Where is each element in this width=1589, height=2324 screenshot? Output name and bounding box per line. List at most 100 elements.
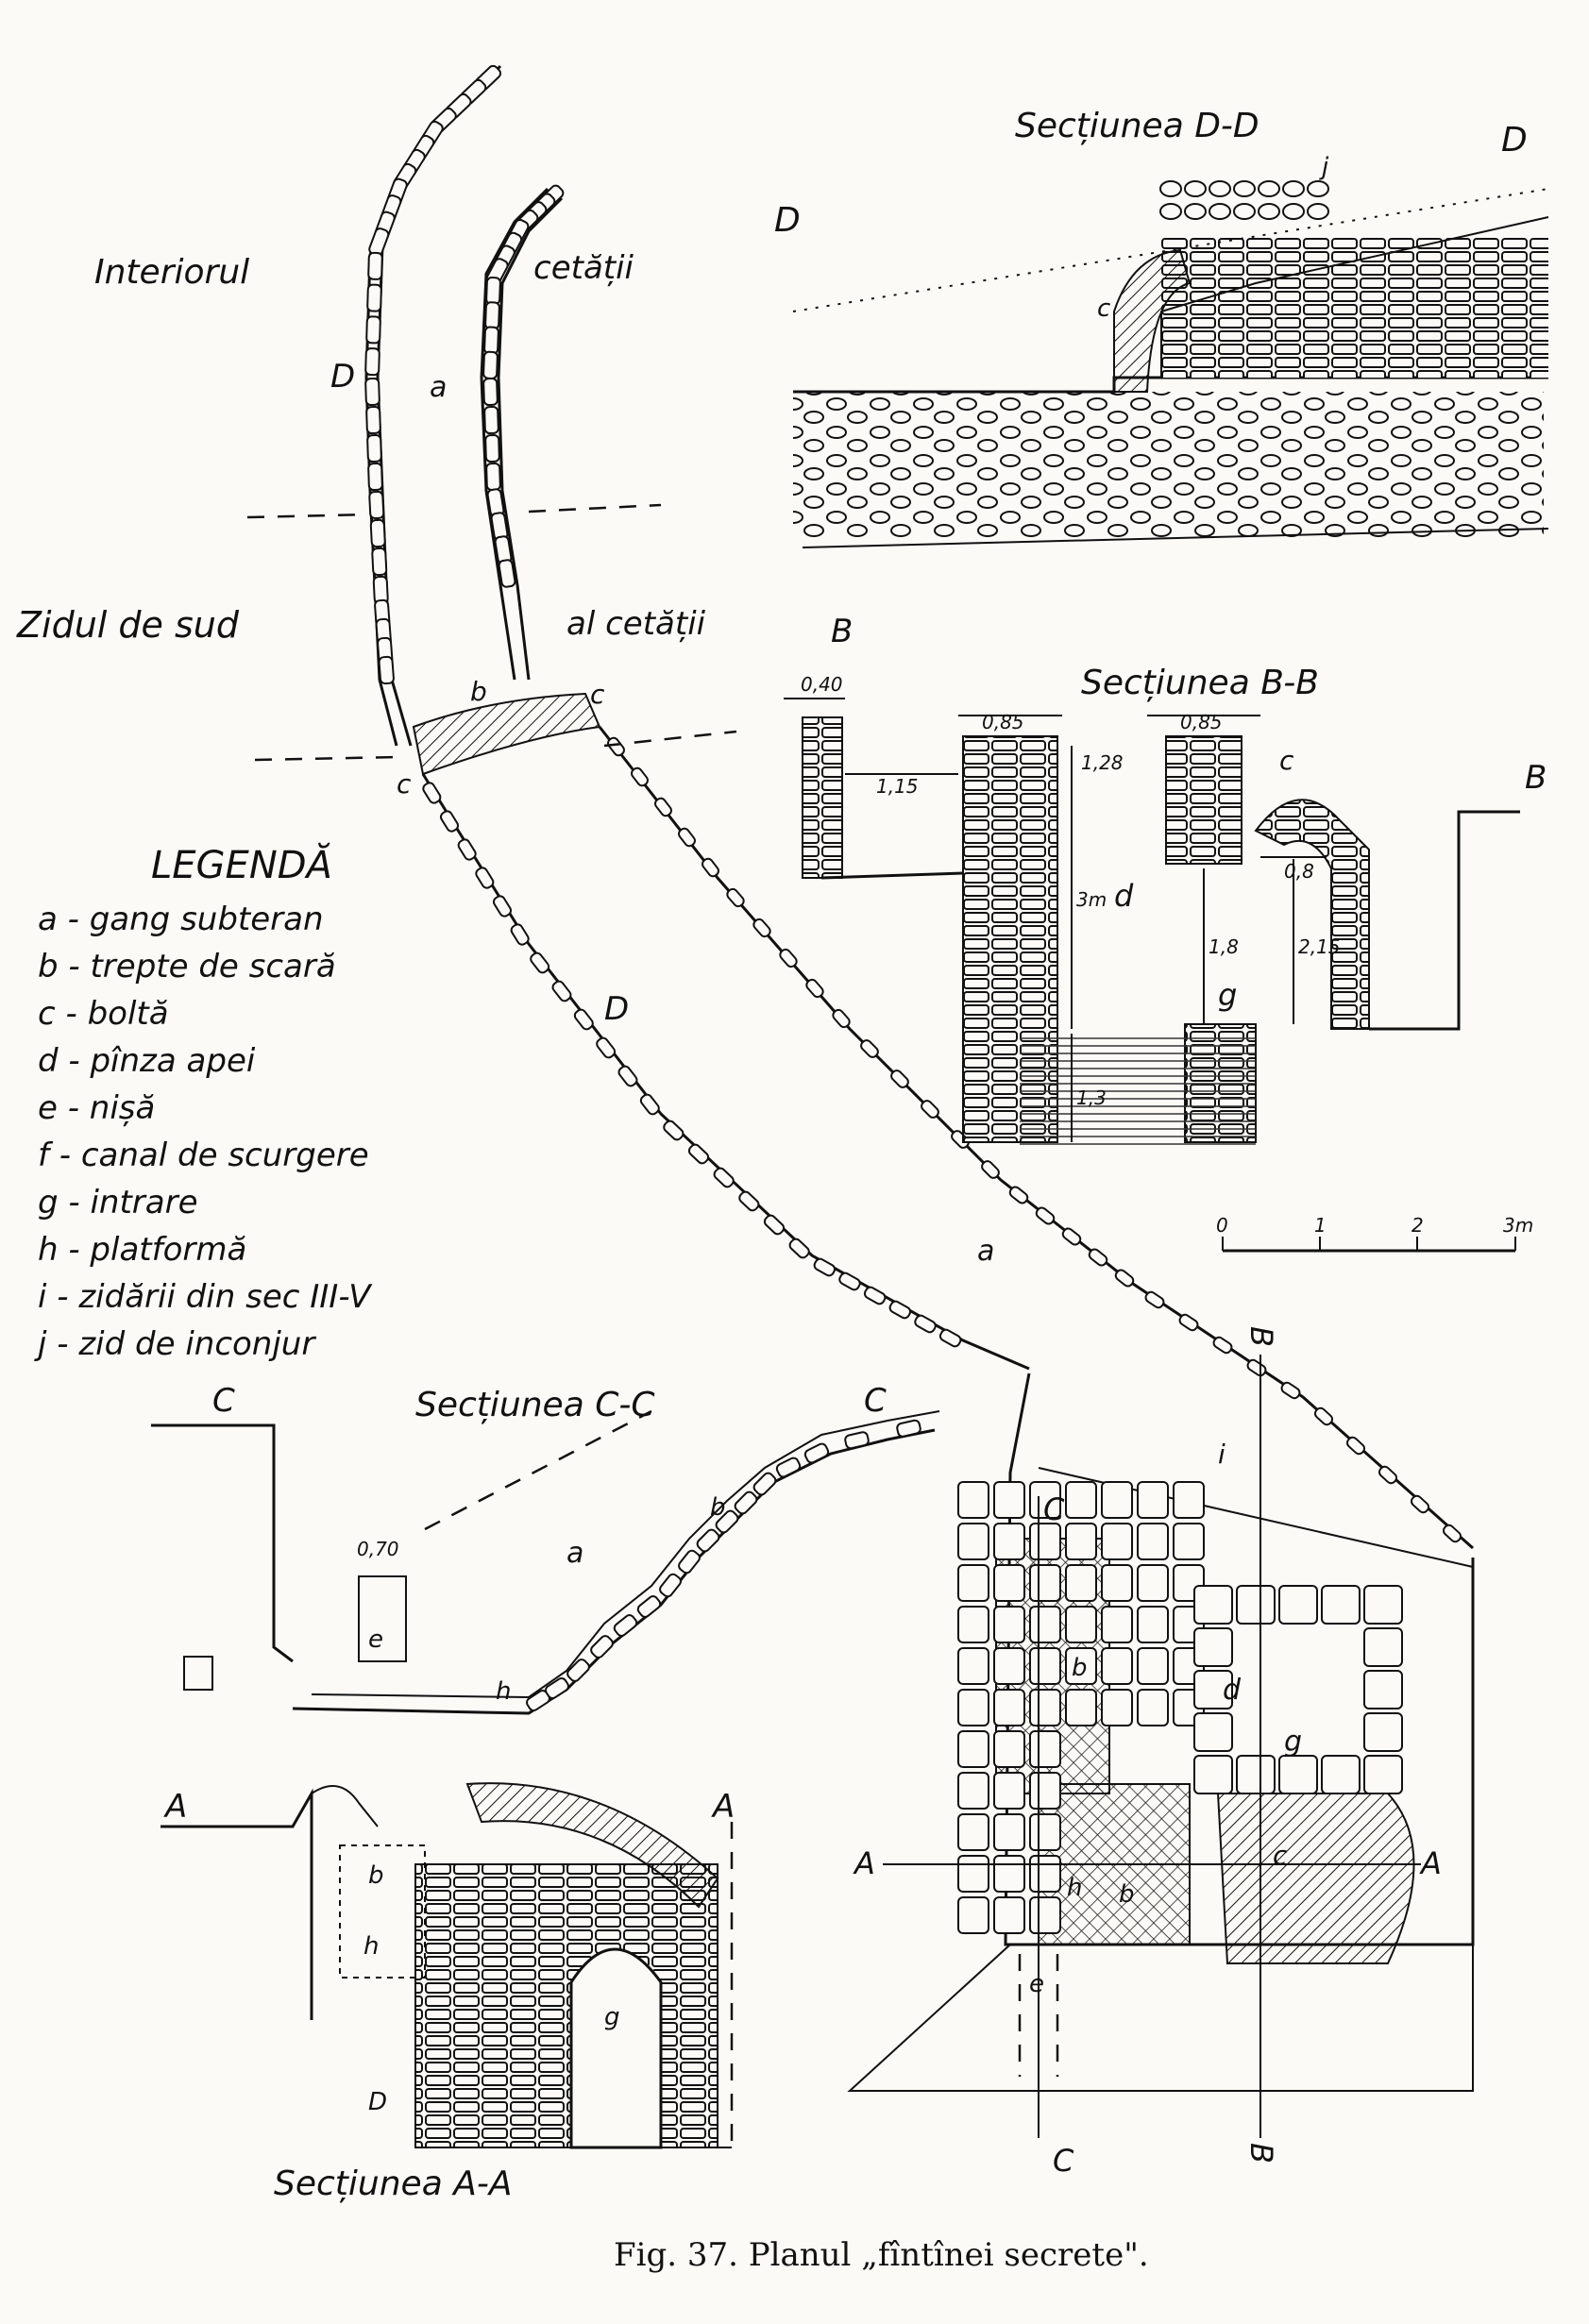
chamber-stone <box>1029 1813 1061 1851</box>
chamber-stone <box>957 1772 989 1810</box>
section-bb <box>784 698 1520 1147</box>
dim-215: 2,15 <box>1298 935 1341 958</box>
masonry-stone <box>1035 1206 1056 1225</box>
figure-caption: Fig. 37. Planul „fîntînei secrete". <box>614 2236 1149 2274</box>
bb-pier-right <box>1165 735 1242 865</box>
rubble-stone <box>1258 180 1280 197</box>
dd-c-mark: c <box>1097 295 1110 323</box>
masonry-stone <box>981 1160 1000 1179</box>
chamber-stone <box>1101 1689 1133 1726</box>
masonry-stone <box>654 797 672 817</box>
masonry-stone <box>367 462 383 492</box>
chamber-stone <box>1101 1647 1133 1685</box>
bb-d-mark: d <box>1114 878 1134 914</box>
masonry-stone <box>484 301 500 330</box>
masonry-stone <box>366 283 382 312</box>
masonry-stone <box>896 1419 921 1438</box>
masonry-stone <box>890 1069 909 1088</box>
chamber-stone <box>1029 1564 1061 1602</box>
chamber-stone <box>1278 1755 1318 1794</box>
aa-d-mark: D <box>368 2088 387 2116</box>
legend-item: b - trepte de scară <box>38 948 336 985</box>
bb-title: Secțiunea B-B <box>1081 664 1319 702</box>
masonry-stone <box>596 1036 617 1059</box>
masonry-stone <box>860 1039 879 1058</box>
chamber-stone <box>1193 1712 1233 1752</box>
dd-line-left <box>246 513 369 519</box>
chamber-stone <box>1193 1755 1233 1794</box>
masonry-stone <box>439 810 460 833</box>
plan-b-top: B <box>1243 1326 1279 1347</box>
chamber-stone <box>1101 1606 1133 1643</box>
masonry-stone <box>788 1238 810 1259</box>
masonry-stone <box>1410 1494 1430 1514</box>
cc-right-mark: C <box>864 1382 887 1420</box>
label-d-upper: D <box>330 358 355 396</box>
chamber-stone <box>993 1772 1025 1810</box>
label-al-cetatii: al cetății <box>566 605 706 643</box>
plan-a-left: A <box>853 1845 875 1881</box>
chamber-stone <box>1193 1585 1233 1625</box>
masonry-stone <box>738 1190 760 1212</box>
aa-right-mark: A <box>711 1788 735 1826</box>
chamber-stone <box>1173 1481 1205 1519</box>
chamber-stone <box>993 1523 1025 1560</box>
chamber-stone <box>1363 1627 1403 1667</box>
masonry-stone <box>482 377 499 407</box>
dim-08: 0,8 <box>1284 860 1314 883</box>
masonry-stone <box>844 1431 870 1450</box>
masonry-stone <box>1442 1524 1462 1543</box>
masonry-stone <box>659 1573 682 1598</box>
masonry-stone <box>734 1490 758 1515</box>
dim-040: 0,40 <box>801 673 843 696</box>
chamber-stone <box>1029 1606 1061 1643</box>
scale-tick-2: 2 <box>1412 1214 1424 1237</box>
masonry-stone <box>617 1065 638 1087</box>
plan-g-mark: g <box>1284 1726 1302 1759</box>
label-c-right: c <box>590 679 605 710</box>
cc-h-mark: h <box>496 1677 511 1706</box>
rubble-stone <box>1258 203 1280 220</box>
plan-h-mark: h <box>1067 1874 1082 1902</box>
rubble-stone <box>1233 180 1256 197</box>
dim-070: 0,70 <box>357 1538 399 1560</box>
masonry-stone <box>498 559 516 588</box>
chamber-stone <box>957 1564 989 1602</box>
plan-c-top: C <box>1043 1491 1065 1527</box>
aa-doorway <box>569 1947 663 2149</box>
rubble-stone <box>1159 203 1182 220</box>
chamber-stone <box>993 1730 1025 1768</box>
water-table <box>1020 1034 1256 1147</box>
masonry-stone <box>372 575 389 605</box>
masonry-stone <box>1061 1227 1082 1246</box>
chamber-stone <box>993 1647 1025 1685</box>
rubble-stone <box>1282 180 1305 197</box>
masonry-stone <box>636 1595 662 1618</box>
chamber-stone <box>993 1689 1025 1726</box>
chamber-stone <box>1137 1606 1169 1643</box>
chamber-stone <box>1236 1755 1276 1794</box>
aa-h-mark: h <box>363 1932 379 1961</box>
masonry-stone <box>775 1457 802 1478</box>
plan-i-mark: i <box>1218 1439 1226 1470</box>
label-cetatii: cetății <box>533 249 634 287</box>
masonry-stone <box>483 405 499 435</box>
masonry-stone <box>838 1271 861 1291</box>
cc-leader <box>424 1409 652 1531</box>
rubble-stone <box>1233 203 1256 220</box>
legend-item: f - canal de scurgere <box>38 1137 369 1174</box>
chamber-stone <box>1173 1523 1205 1560</box>
plan-c-mark: c <box>1273 1840 1288 1871</box>
masonry-stone <box>364 347 380 377</box>
dim-085-right: 0,85 <box>1180 711 1223 733</box>
chamber-stone <box>1029 1855 1061 1893</box>
chamber-stone <box>1363 1755 1403 1794</box>
rubble-stone <box>1159 180 1182 197</box>
chamber-stone <box>1193 1627 1233 1667</box>
scale-tick-3m: 3m <box>1503 1214 1533 1237</box>
legend-title: LEGENDĂ <box>151 842 332 887</box>
aa-vault <box>465 1782 719 1909</box>
cc-a-mark: a <box>566 1537 583 1570</box>
label-a-upper: a <box>430 371 447 404</box>
